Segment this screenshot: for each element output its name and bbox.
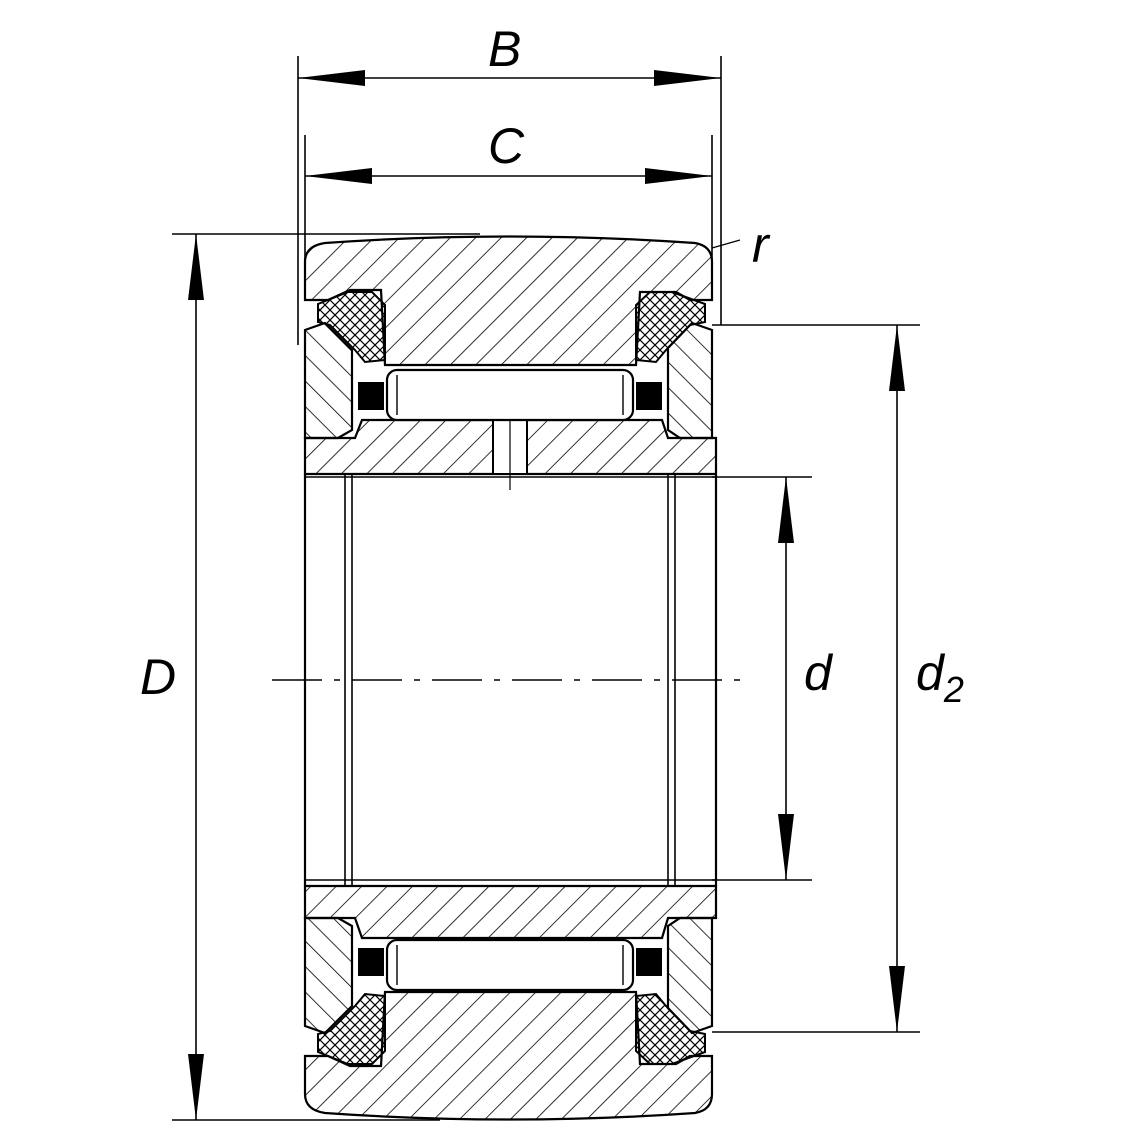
roller-top: [385, 368, 635, 422]
dimension-lines: [172, 56, 920, 1121]
label-d: d: [804, 645, 834, 701]
label-D: D: [140, 649, 176, 705]
seal-top-right: [635, 291, 706, 364]
dimension-B: [298, 70, 721, 86]
inner-ring-top: [303, 405, 718, 490]
cage-bottom: [358, 948, 662, 976]
dimension-C: [305, 168, 712, 184]
outer-ring-bottom: [303, 990, 714, 1121]
outer-ring-top: [303, 235, 714, 367]
dimension-D: [188, 234, 204, 1120]
seal-bottom-left: [317, 992, 386, 1065]
roller-bottom: [385, 938, 635, 992]
dimension-d: [778, 477, 794, 880]
label-d2-sub: 2: [943, 669, 964, 710]
seal-top-left: [317, 291, 386, 364]
label-d2-main: d: [916, 645, 946, 701]
seal-bottom-right: [635, 992, 706, 1065]
inner-ring-bottom: [303, 884, 718, 940]
r-leader: [711, 239, 741, 249]
label-B: B: [488, 21, 521, 77]
label-d2: d2: [916, 645, 964, 710]
label-r: r: [752, 217, 771, 273]
dimension-d2: [889, 325, 905, 1032]
cage-top: [358, 382, 662, 410]
label-C: C: [488, 118, 525, 174]
